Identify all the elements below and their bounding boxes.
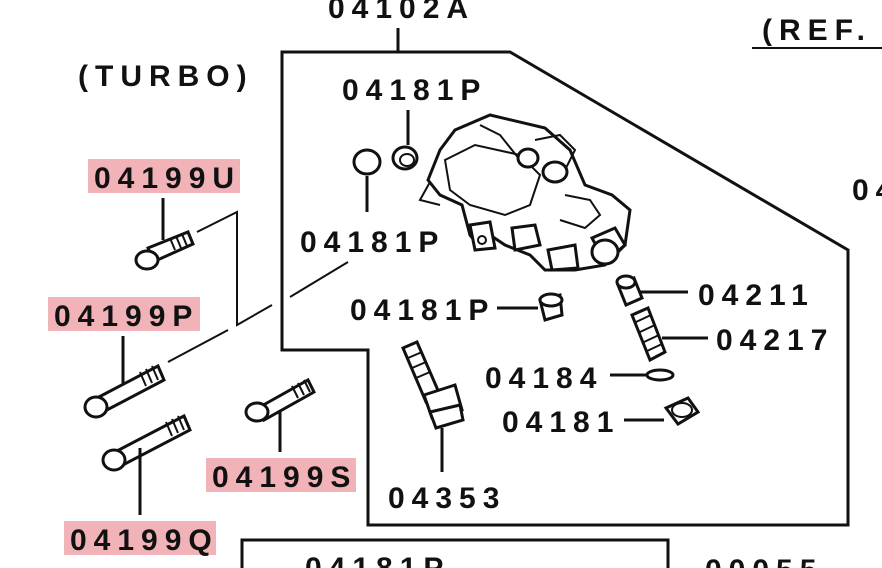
- callout-04217[interactable]: 04217: [716, 324, 834, 357]
- callout-04184[interactable]: 04184: [485, 362, 603, 395]
- bolt-04199q-drawing: [101, 413, 192, 472]
- callout-04181p-mid[interactable]: 04181P: [350, 294, 495, 327]
- callout-04199u[interactable]: 04199U: [94, 162, 241, 195]
- callout-04353[interactable]: 04353: [388, 482, 506, 515]
- connector-04353-drawing: [401, 340, 465, 430]
- oil-filter-bracket-drawing: [418, 113, 632, 272]
- bottom-box: [240, 538, 670, 568]
- callout-04199p[interactable]: 04199P: [54, 300, 199, 333]
- bottom-right-label: 00055: [705, 554, 823, 568]
- bolt-guide-lower: [167, 329, 229, 363]
- callout-04211[interactable]: 04211: [698, 279, 815, 312]
- highlight-04199q: [64, 521, 216, 555]
- sleeve-04211-drawing: [615, 274, 644, 307]
- bolt-04199p-drawing: [83, 363, 166, 419]
- bolt-guide-upper: [196, 210, 273, 327]
- callout-04181p-left[interactable]: 04181P: [300, 226, 445, 259]
- turbo-label: (TURBO): [78, 60, 254, 93]
- spring-04217-drawing: [630, 305, 667, 363]
- plug-04181-drawing: [663, 396, 701, 426]
- assembly-outline: [280, 50, 850, 527]
- plug-04181p-mid-drawing: [538, 292, 564, 322]
- callout-04199q[interactable]: 04199Q: [70, 524, 219, 557]
- bolt-04199u-drawing: [134, 230, 195, 271]
- highlight-04199s: [206, 458, 356, 492]
- washer-04184-drawing: [645, 368, 675, 382]
- bolt-guide-upper-dash: [289, 261, 349, 298]
- callout-04199s[interactable]: 04199S: [212, 461, 357, 494]
- callout-04181p-top[interactable]: 04181P: [342, 74, 487, 107]
- bolt-04199s-drawing: [244, 377, 316, 423]
- highlight-04199p: [48, 297, 200, 331]
- bottom-box-label: 04181P: [305, 552, 450, 568]
- right-edge-label: 04: [852, 174, 882, 207]
- callout-04181[interactable]: 04181: [502, 406, 620, 439]
- highlight-04199u: [88, 159, 240, 193]
- ref-label: (REF.: [762, 14, 872, 47]
- top-label: 04102A: [328, 0, 475, 25]
- plug-04181p-top-drawing: [352, 145, 419, 176]
